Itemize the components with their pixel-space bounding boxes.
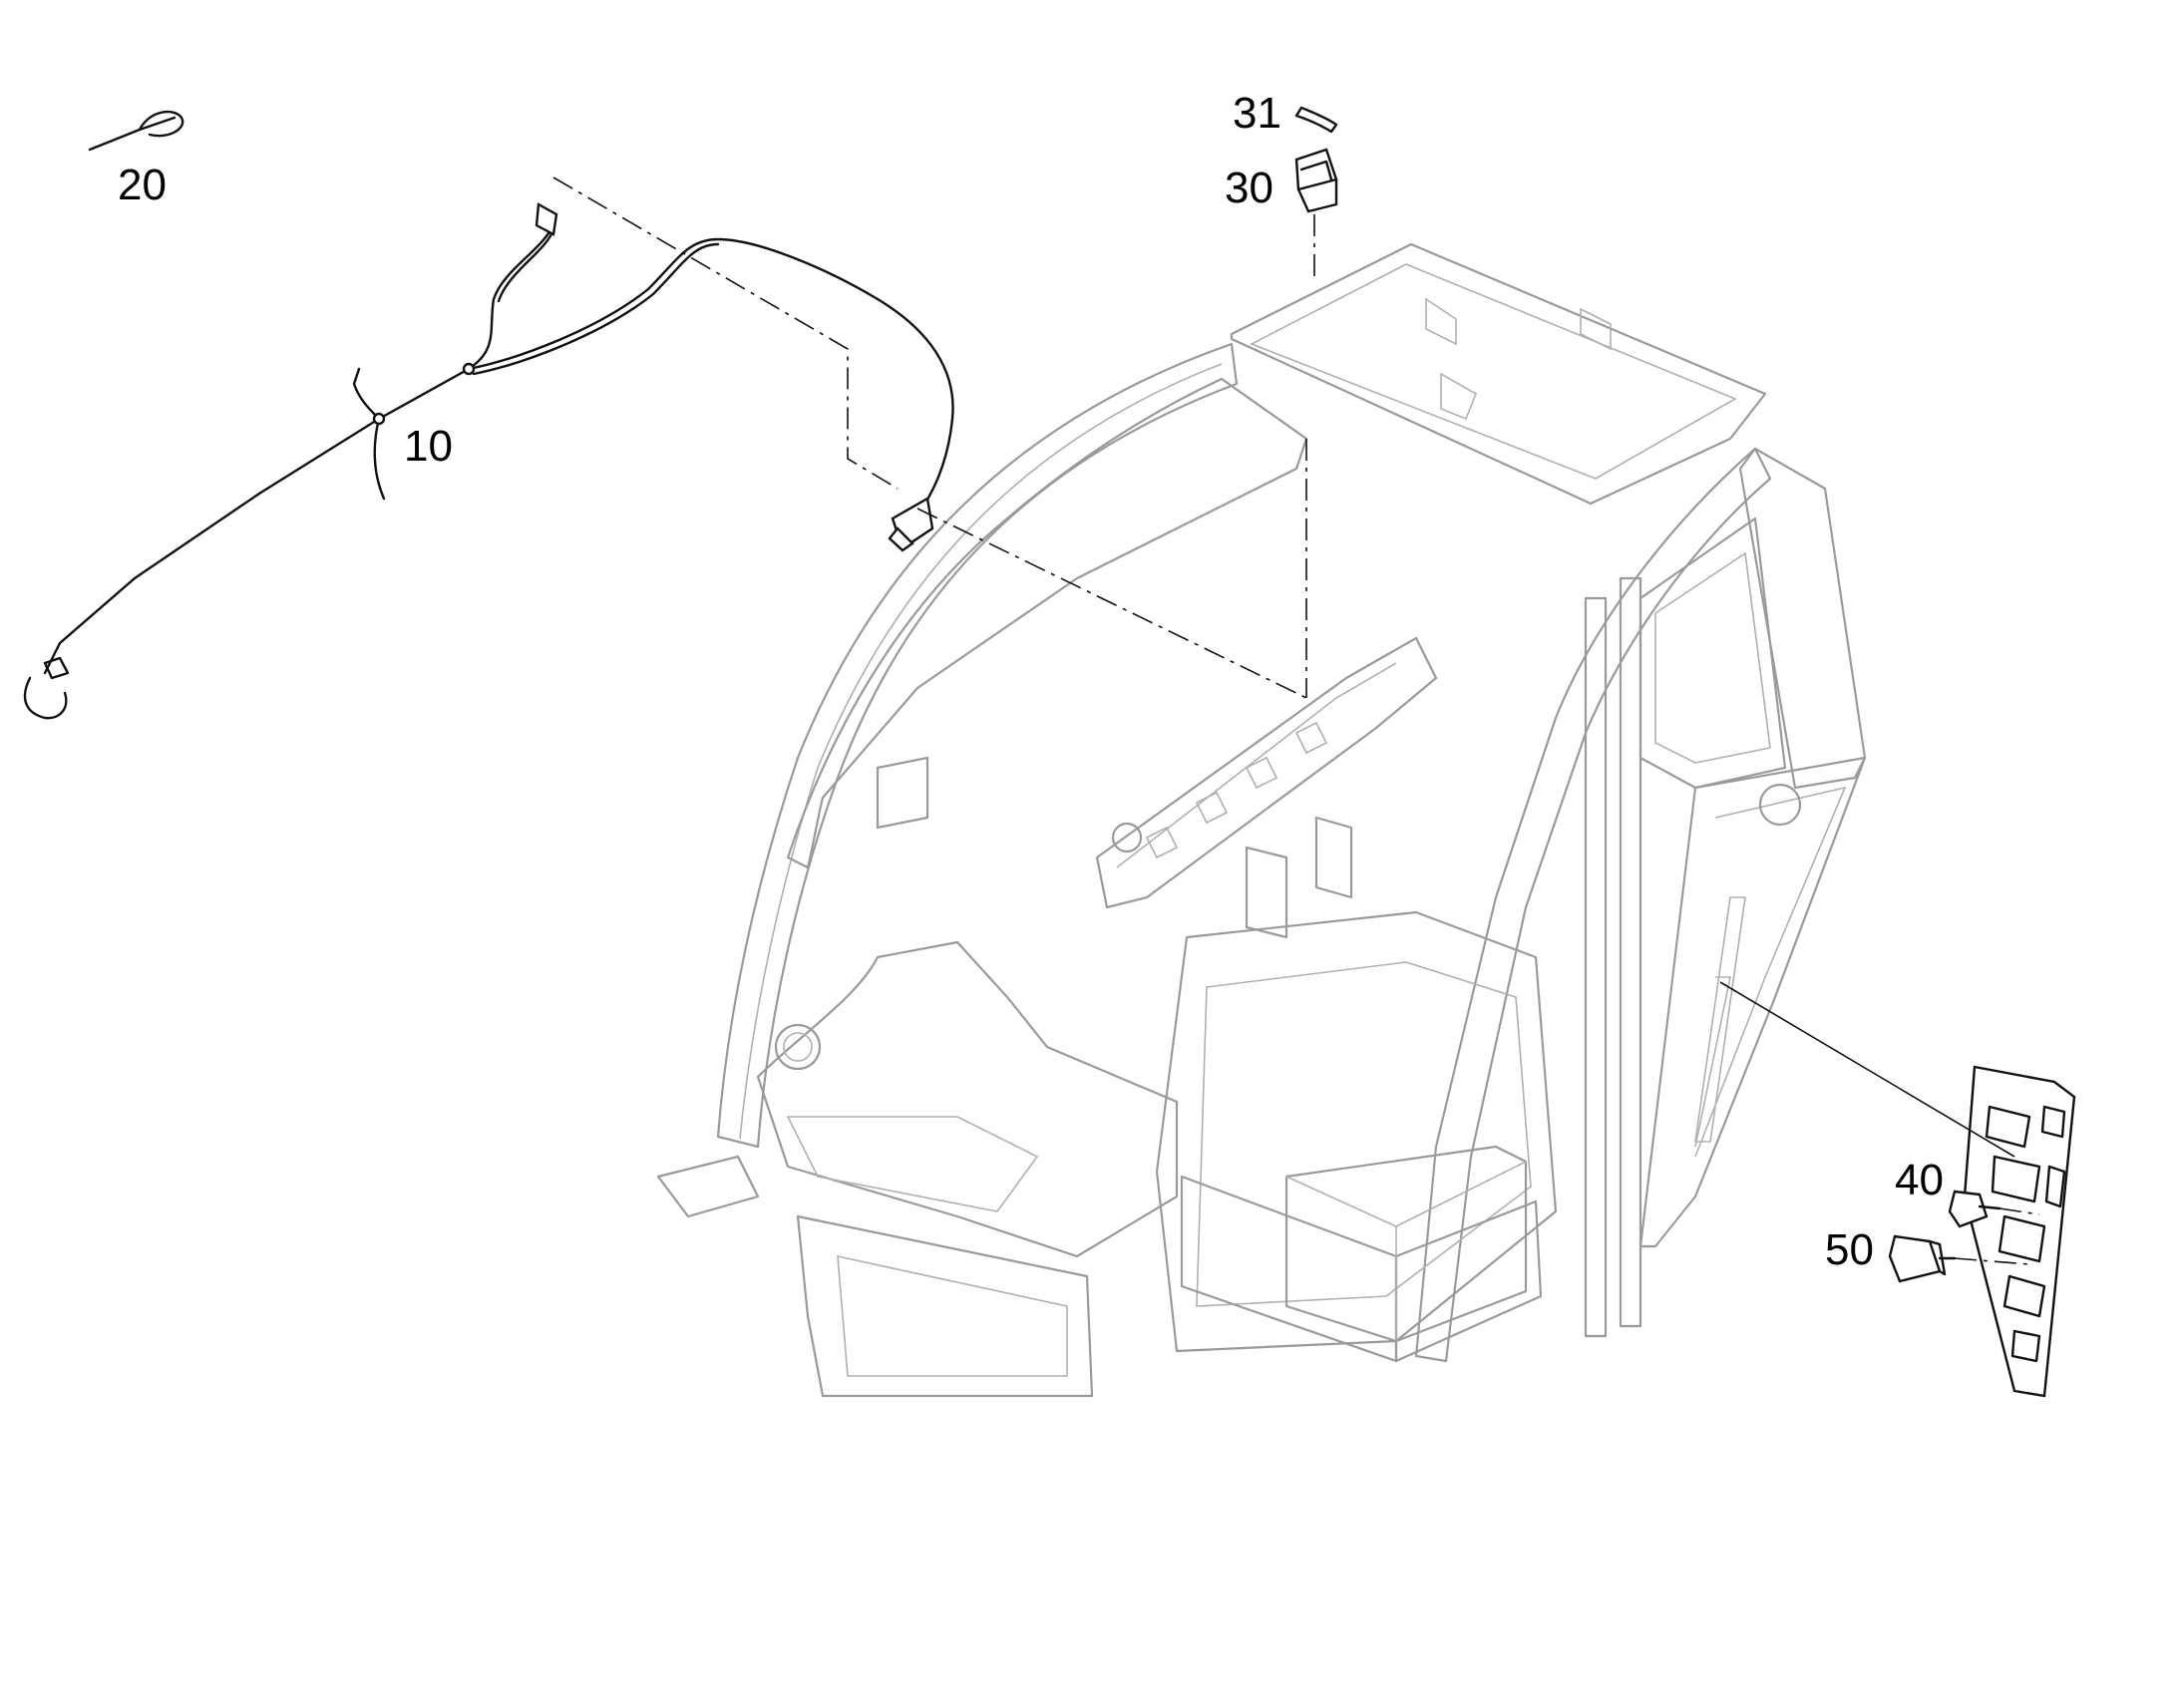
assembly-line-switch [1305,214,1315,698]
callout-50: 50 [1825,1225,1874,1274]
assembly-line-relay-50 [1954,1257,2030,1265]
assembly-line-relay-40 [1998,1207,2040,1215]
switch-cap-part-31 [1294,106,1338,134]
callout-31: 31 [1233,89,1281,138]
cab-frame [656,242,1867,1398]
wiring-harness-part-10 [23,202,954,720]
callout-30: 30 [1225,164,1273,212]
callout-10: 10 [404,422,453,471]
leader-line-board [1719,981,2015,1158]
assembly-line-harness [552,176,1307,699]
relay-part-50 [1888,1234,1957,1283]
callout-20: 20 [118,161,167,209]
fuse-relay-board [1963,1065,2076,1398]
cable-tie-part-20 [88,110,184,152]
switch-part-30 [1294,148,1338,213]
callout-40: 40 [1895,1156,1944,1204]
relay-part-40 [1948,1190,2001,1228]
